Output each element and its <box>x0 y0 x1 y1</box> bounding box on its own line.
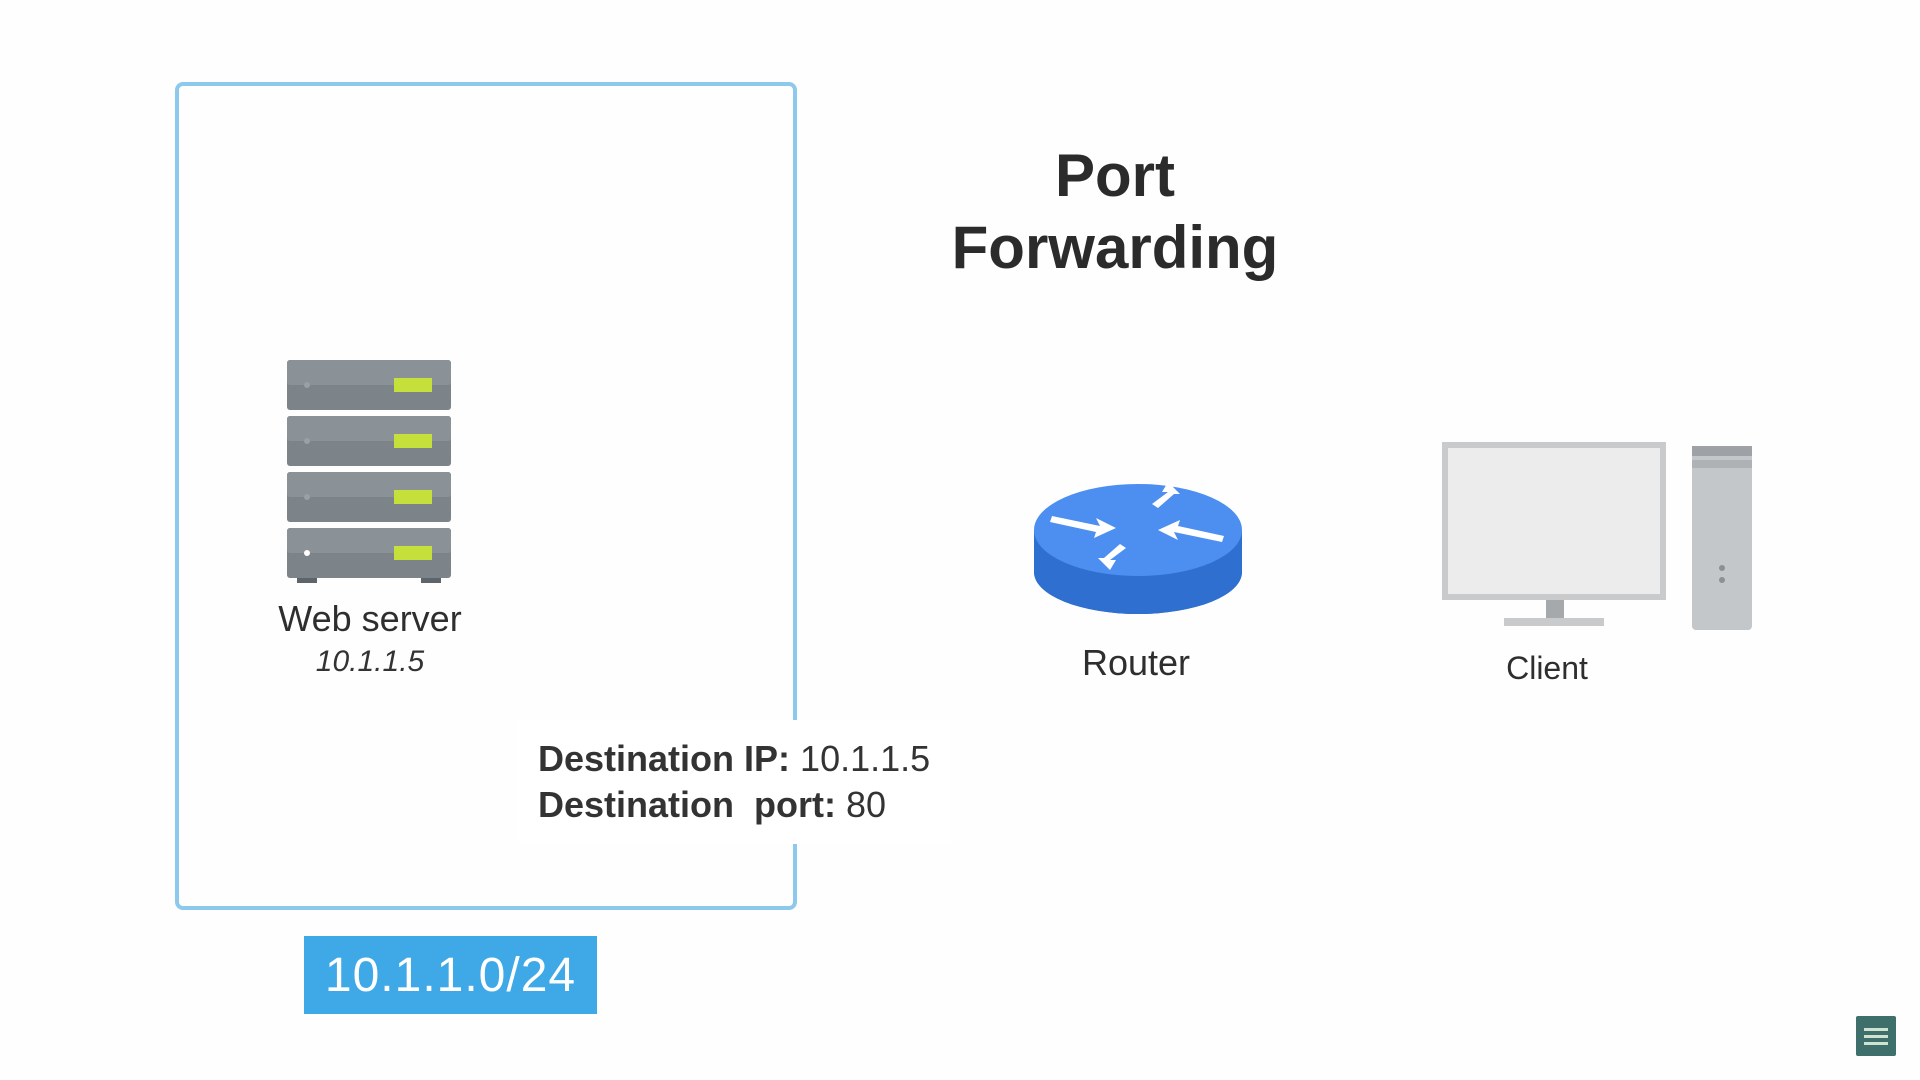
title-line-2: Forwarding <box>951 214 1279 281</box>
packet-dest-port-row: Destination port: 80 <box>538 782 930 828</box>
dest-port-key: Destination port: <box>538 784 836 825</box>
subnet-boundary <box>175 82 797 910</box>
desktop-computer-icon <box>1442 442 1760 632</box>
packet-dest-ip-row: Destination IP: 10.1.1.5 <box>538 736 930 782</box>
client-label: Client <box>1506 650 1588 686</box>
dest-ip-value: 10.1.1.5 <box>800 738 931 779</box>
packet-header-info: Destination IP: 10.1.1.5 Destination por… <box>518 720 951 844</box>
title-line-1: Port <box>1055 142 1175 209</box>
web-server-ip: 10.1.1.5 <box>315 645 425 678</box>
subnet-cidr-badge: 10.1.1.0/24 <box>304 936 597 1014</box>
router-label: Router <box>1081 642 1191 683</box>
channel-logo-icon <box>1856 1016 1896 1056</box>
dest-ip-key: Destination IP: <box>538 738 791 779</box>
server-rack-icon <box>287 360 451 584</box>
dest-port-value: 80 <box>846 784 887 825</box>
router-icon <box>1030 468 1246 618</box>
web-server-label: Web server <box>278 598 462 639</box>
diagram-title: Port Forwarding <box>905 140 1325 284</box>
